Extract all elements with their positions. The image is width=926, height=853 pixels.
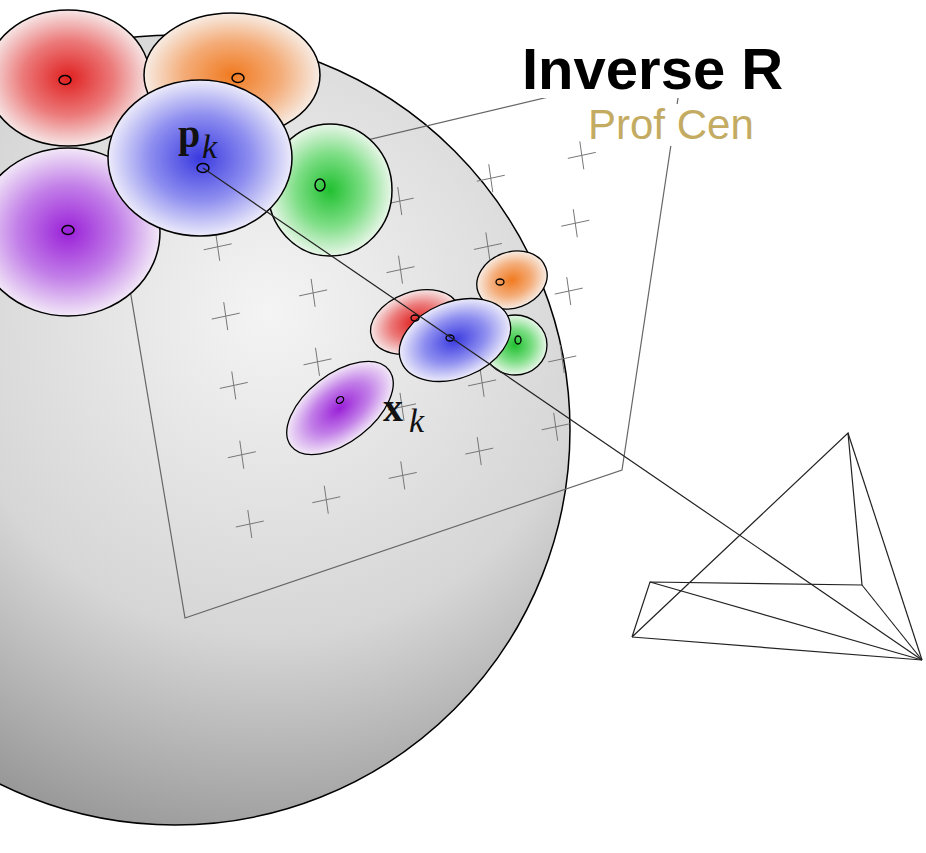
symbol-letter: p [178,114,200,154]
projection-ray [203,168,922,660]
title-text: Inverse R [520,40,785,98]
sphere [0,35,570,825]
gaussians-2d [270,241,555,473]
image-plane [115,65,683,618]
symbol-subscript: k [409,404,424,438]
symbol-letter: x [383,388,403,428]
subtitle-text: Prof Cen [586,104,756,146]
gaussians-3d [0,10,392,316]
camera-frustum [632,433,922,660]
symbol-subscript: k [202,130,217,164]
